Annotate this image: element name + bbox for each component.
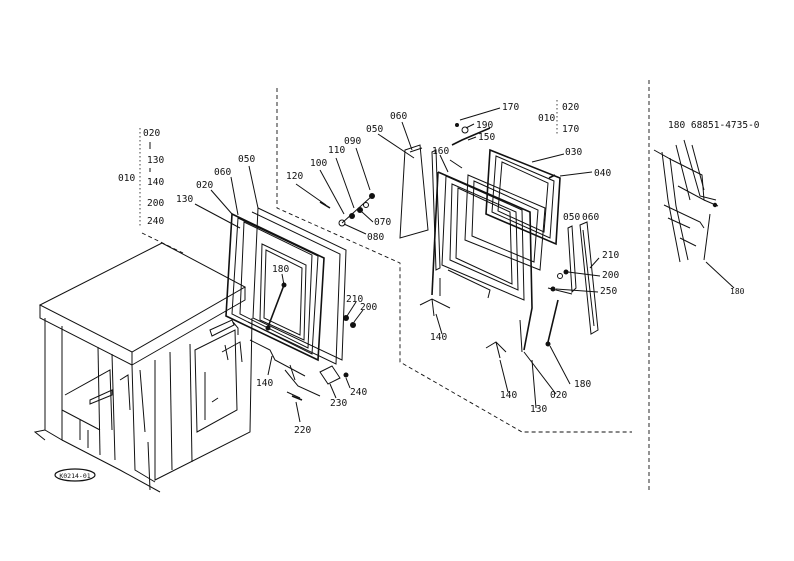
callout-210-right: 210 bbox=[602, 250, 619, 261]
callout-240: 240 bbox=[350, 387, 367, 398]
diagram-header-code: 180 68851-4735-0 bbox=[668, 120, 760, 131]
callout-100: 100 bbox=[310, 158, 327, 169]
callout-250: 250 bbox=[600, 286, 617, 297]
svg-text:010: 010 bbox=[118, 173, 135, 184]
callout-020-right: 020 bbox=[550, 390, 567, 401]
svg-text:020: 020 bbox=[143, 128, 160, 139]
callout-060-right: 060 bbox=[582, 212, 599, 223]
far-right-detail bbox=[653, 139, 719, 263]
callout-060-center: 060 bbox=[390, 111, 407, 122]
callout-020: 020 bbox=[196, 180, 213, 191]
reference-code-oval: K0214-01 bbox=[54, 468, 96, 482]
svg-text:020: 020 bbox=[562, 102, 579, 113]
callout-160: 160 bbox=[432, 146, 449, 157]
callout-050-right: 050 bbox=[563, 212, 580, 223]
svg-text:130: 130 bbox=[147, 155, 164, 166]
callout-080: 080 bbox=[367, 232, 384, 243]
callout-150: 150 bbox=[478, 132, 495, 143]
callout-180: 180 bbox=[272, 264, 289, 275]
callout-050-center: 050 bbox=[366, 124, 383, 135]
callout-130-right: 130 bbox=[530, 404, 547, 415]
cab-body-illustration bbox=[33, 242, 253, 493]
svg-text:K0214-01: K0214-01 bbox=[59, 472, 90, 480]
callout-130: 130 bbox=[176, 194, 193, 205]
callout-190: 190 bbox=[476, 120, 493, 131]
callout-030: 030 bbox=[565, 147, 582, 158]
callout-040: 040 bbox=[594, 168, 611, 179]
callout-210: 210 bbox=[346, 294, 363, 305]
callout-070: 070 bbox=[374, 217, 391, 228]
dashed-boundary bbox=[276, 88, 632, 433]
callout-140-lower: 140 bbox=[500, 390, 517, 401]
svg-text:200: 200 bbox=[147, 198, 164, 209]
callout-labels: 050 060 020 130 180 210 200 140 240 230 … bbox=[176, 102, 745, 436]
callout-140-center: 140 bbox=[430, 332, 447, 343]
callout-180-right: 180 bbox=[574, 379, 591, 390]
svg-text:010: 010 bbox=[538, 113, 555, 124]
callout-050: 050 bbox=[238, 154, 255, 165]
callout-200: 200 bbox=[360, 302, 377, 313]
callout-230: 230 bbox=[330, 398, 347, 409]
svg-text:170: 170 bbox=[562, 124, 579, 135]
svg-text:240: 240 bbox=[147, 216, 164, 227]
callout-220: 220 bbox=[294, 425, 311, 436]
callout-110: 110 bbox=[328, 145, 345, 156]
leader-lines bbox=[194, 107, 735, 423]
callout-090: 090 bbox=[344, 136, 361, 147]
callout-060: 060 bbox=[214, 167, 231, 178]
group-bracket-left: 020 130 010 140 200 240 bbox=[118, 128, 164, 228]
svg-text:140: 140 bbox=[147, 177, 164, 188]
callout-170: 170 bbox=[502, 102, 519, 113]
left-door-assembly bbox=[224, 207, 356, 401]
callout-180-far: 180 bbox=[730, 287, 745, 296]
callout-140: 140 bbox=[256, 378, 273, 389]
fastener-group bbox=[319, 193, 375, 227]
group-bracket-right: 020 010 170 bbox=[538, 100, 579, 135]
right-parts-assembly bbox=[545, 221, 599, 347]
callout-200-right: 200 bbox=[602, 270, 619, 281]
center-door-assembly bbox=[399, 123, 561, 359]
callout-120: 120 bbox=[286, 171, 303, 182]
